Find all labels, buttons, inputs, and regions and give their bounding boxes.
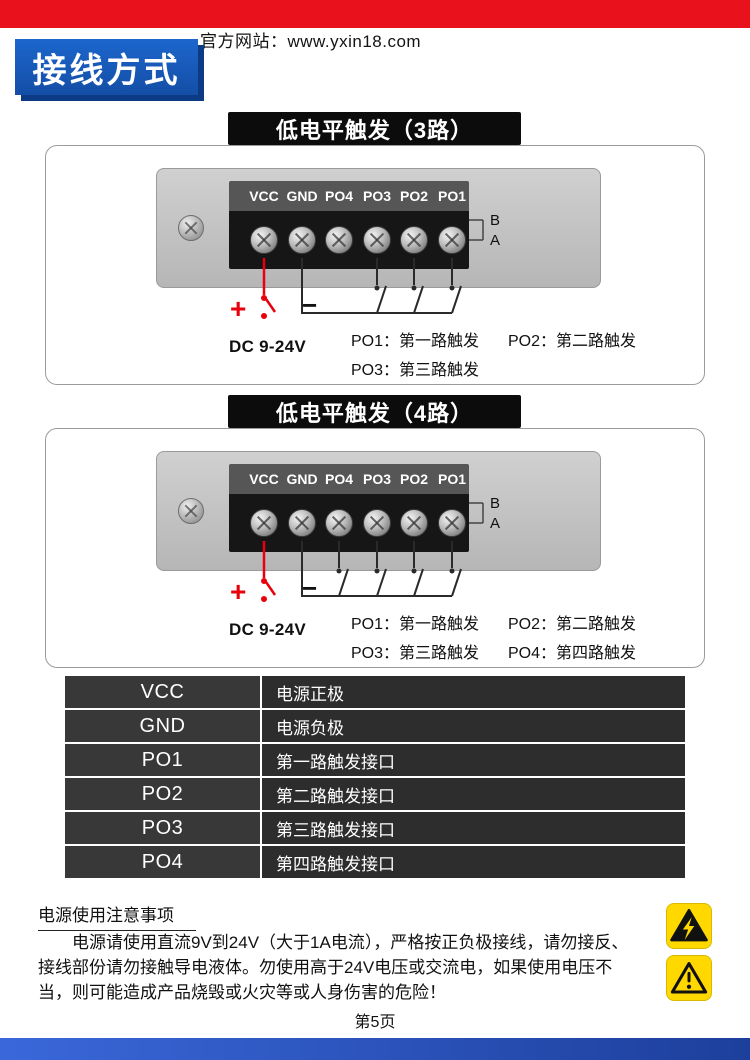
wiring-diagram-4ch: VCC GND PO4 PO3 PO2 PO1 B A [45, 428, 705, 668]
table-key: PO1 [65, 744, 260, 776]
table-value: 第四路触发接口 [262, 846, 685, 878]
plus-symbol: + [230, 293, 247, 324]
dc-power-label: DC 9-24V [229, 337, 307, 356]
terminal-strip [229, 211, 469, 269]
high-voltage-warning-icon [666, 903, 712, 949]
screw-terminal-icon [438, 226, 466, 254]
table-row: PO2 第二路触发接口 [65, 778, 685, 810]
screw-terminal-icon [288, 509, 316, 537]
screw-terminal-icon [250, 509, 278, 537]
section-badge: 接线方式 [15, 39, 198, 95]
terminal-label-po1: PO1 [437, 471, 467, 487]
terminal-label-po2: PO2 [399, 471, 429, 487]
screw-terminal-icon [288, 226, 316, 254]
screw-terminal-icon [363, 509, 391, 537]
table-row: VCC 电源正极 [65, 676, 685, 708]
legend-item: PO2：第二路触发 [508, 616, 637, 633]
badge-label: 接线方式 [32, 51, 181, 90]
screw-terminal-icon [325, 226, 353, 254]
caution-warning-icon [666, 955, 712, 1001]
table-value: 第一路触发接口 [262, 744, 685, 776]
trigger-legend: PO1：第一路触发 PO2：第二路触发 PO3：第三路触发 [351, 327, 636, 380]
terminal-label-po4: PO4 [324, 188, 354, 204]
notes-heading: 电源使用注意事项 [38, 901, 196, 931]
screw-terminal-icon [400, 509, 428, 537]
screw-terminal-icon [250, 226, 278, 254]
row-label-b: B [490, 212, 501, 229]
table-key: PO4 [65, 846, 260, 878]
legend-item: PO3：第三路触发 [351, 362, 480, 379]
row-label-a: A [490, 232, 501, 249]
row-label-a: A [490, 515, 501, 532]
terminal-label-vcc: VCC [249, 471, 279, 487]
section-title-3ch: 低电平触发（3路） [228, 112, 521, 145]
screw-terminal-icon [325, 509, 353, 537]
legend-item: PO2：第二路触发 [508, 333, 637, 350]
page-number: 第5页 [354, 1014, 396, 1031]
terminal-label-gnd: GND [286, 188, 318, 204]
minus-symbol: − [302, 573, 318, 603]
table-row: PO3 第三路触发接口 [65, 812, 685, 844]
terminal-labels: VCC GND PO4 PO3 PO2 PO1 [229, 464, 469, 494]
notes-line: 当，则可能造成产品烧毁或火灾等或人身伤害的危险！ [38, 983, 446, 1002]
row-label-b: B [490, 495, 501, 512]
terminal-block: VCC GND PO4 PO3 PO2 PO1 [229, 464, 469, 552]
table-key: VCC [65, 676, 260, 708]
terminal-label-po3: PO3 [362, 471, 392, 487]
mounting-screw-icon [178, 215, 204, 241]
screw-terminal-icon [363, 226, 391, 254]
terminal-label-po4: PO4 [324, 471, 354, 487]
terminal-label-gnd: GND [286, 471, 318, 487]
terminal-spec-table: VCC 电源正极 GND 电源负极 PO1 第一路触发接口 PO2 第二路触发接… [65, 676, 685, 880]
plus-symbol: + [230, 576, 247, 607]
table-value: 第二路触发接口 [262, 778, 685, 810]
table-row: PO1 第一路触发接口 [65, 744, 685, 776]
terminal-label-vcc: VCC [249, 188, 279, 204]
table-row: PO4 第四路触发接口 [65, 846, 685, 878]
table-key: PO2 [65, 778, 260, 810]
minus-symbol: − [302, 290, 318, 320]
notes-heading-text: 电源使用注意事项 [38, 901, 196, 931]
terminal-strip [229, 494, 469, 552]
bottom-blue-bar [0, 1038, 750, 1060]
terminal-label-po2: PO2 [399, 188, 429, 204]
top-red-bar [0, 0, 750, 28]
legend-item: PO1：第一路触发 [351, 333, 480, 350]
section-title-4ch: 低电平触发（4路） [228, 395, 521, 428]
table-row: GND 电源负极 [65, 710, 685, 742]
terminal-labels: VCC GND PO4 PO3 PO2 PO1 [229, 181, 469, 211]
table-value: 电源负极 [262, 710, 685, 742]
legend-item: PO1：第一路触发 [351, 616, 480, 633]
screw-terminal-icon [400, 226, 428, 254]
legend-item: PO3：第三路触发 [351, 645, 480, 662]
screw-terminal-icon [438, 509, 466, 537]
trigger-legend: PO1：第一路触发 PO2：第二路触发 PO3：第三路触发 PO4：第四路触发 [351, 610, 636, 663]
table-key: PO3 [65, 812, 260, 844]
website-url: 官方网站：www.yxin18.com [200, 32, 422, 51]
terminal-label-po3: PO3 [362, 188, 392, 204]
table-value: 电源正极 [262, 676, 685, 708]
wiring-diagram-3ch: VCC GND PO4 PO3 PO2 PO1 B A [45, 145, 705, 385]
legend-item: PO4：第四路触发 [508, 645, 637, 662]
terminal-label-po1: PO1 [437, 188, 467, 204]
notes-line: 电源请使用直流9V到24V（大于1A电流），严格按正负极接线，请勿接反、 [38, 933, 629, 952]
mounting-screw-icon [178, 498, 204, 524]
table-value: 第三路触发接口 [262, 812, 685, 844]
notes-line: 接线部份请勿接触导电液体。勿使用高于24V电压或交流电，如果使用电压不 [38, 958, 613, 977]
notes-body: 电源请使用直流9V到24V（大于1A电流），严格按正负极接线，请勿接反、 接线部… [38, 930, 656, 1005]
terminal-block: VCC GND PO4 PO3 PO2 PO1 [229, 181, 469, 269]
table-key: GND [65, 710, 260, 742]
dc-power-label: DC 9-24V [229, 620, 307, 639]
